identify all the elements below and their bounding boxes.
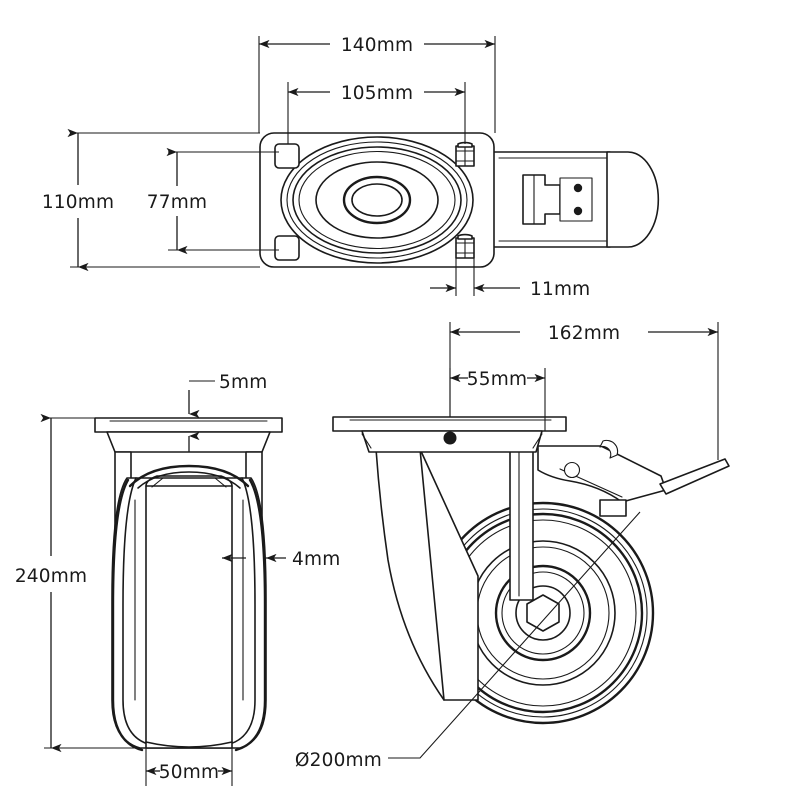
dimension-label-4mm: 4mm: [292, 549, 340, 570]
dimension-label-11mm: 11mm: [530, 279, 590, 300]
side-view-kingpin-rivet: [443, 431, 457, 445]
dimension-swivel-offset-55mm: 55mm: [449, 368, 546, 431]
side-view-brake-pedal: [659, 458, 730, 495]
top-view: 140mm 105mm 110mm 77mm: [42, 35, 660, 300]
dimension-bolt-spacing-77mm: 77mm: [147, 147, 279, 255]
top-view-bolt-hole-bottom-left: [274, 235, 300, 261]
dimension-bolt-spacing-105mm: 105mm: [287, 82, 466, 144]
top-view-bolt-hole-top-left: [274, 143, 300, 169]
side-view: 162mm 55mm Ø200mm: [295, 322, 730, 771]
top-view-bolt-bottom-right: [455, 233, 475, 259]
side-view-axle-hex-nut: [526, 594, 560, 632]
dimension-plate-width-110mm: 110mm: [42, 128, 260, 272]
dimension-label-50mm: 50mm: [159, 762, 219, 783]
side-view-brake-assembly: [537, 439, 730, 517]
top-view-brake-housing: [492, 151, 660, 248]
dimension-label-105mm: 105mm: [341, 83, 413, 104]
side-view-fork-front: [375, 448, 479, 701]
front-view-mounting-plate: [94, 417, 283, 433]
dimension-plate-length-140mm: 140mm: [258, 35, 496, 133]
dimension-label-140mm: 140mm: [341, 35, 413, 56]
side-view-mounting-plate: [332, 416, 567, 432]
dimension-plate-thickness-5mm: 5mm: [188, 372, 267, 452]
side-view-brake-pivot-hole: [563, 461, 581, 479]
dimension-label-55mm: 55mm: [467, 369, 527, 390]
dimension-label-162mm: 162mm: [548, 323, 620, 344]
front-view: 5mm 240mm 4mm 50mm: [15, 372, 340, 786]
dimension-label-diameter-200mm: Ø200mm: [295, 750, 382, 771]
top-view-mounting-plate: [259, 132, 495, 268]
dimension-wheel-width-50mm: 50mm: [145, 748, 233, 786]
side-view-brake-spring-loop: [599, 439, 619, 459]
dimension-wheel-diameter-200mm: Ø200mm: [295, 511, 641, 771]
side-view-kingpin-column: [509, 448, 534, 601]
dimension-overall-height-240mm: 240mm: [15, 413, 146, 753]
dimension-bolt-diameter-11mm: 11mm: [430, 258, 590, 300]
dimension-label-77mm: 77mm: [147, 192, 207, 213]
dimension-tread-gap-4mm: 4mm: [222, 549, 340, 570]
top-view-brake-pin-upper: [573, 183, 583, 193]
top-view-brake-pin-lower: [573, 206, 583, 216]
dimension-label-5mm: 5mm: [219, 372, 267, 393]
front-view-hub-face: [145, 485, 233, 749]
side-view-brake-lever: [537, 445, 667, 503]
dimension-label-240mm: 240mm: [15, 566, 87, 587]
top-view-swivel-raceway: [280, 136, 474, 264]
side-view-brake-shoe: [599, 499, 627, 517]
top-view-bolt-top-right: [455, 141, 475, 167]
dimension-label-110mm: 110mm: [42, 192, 114, 213]
